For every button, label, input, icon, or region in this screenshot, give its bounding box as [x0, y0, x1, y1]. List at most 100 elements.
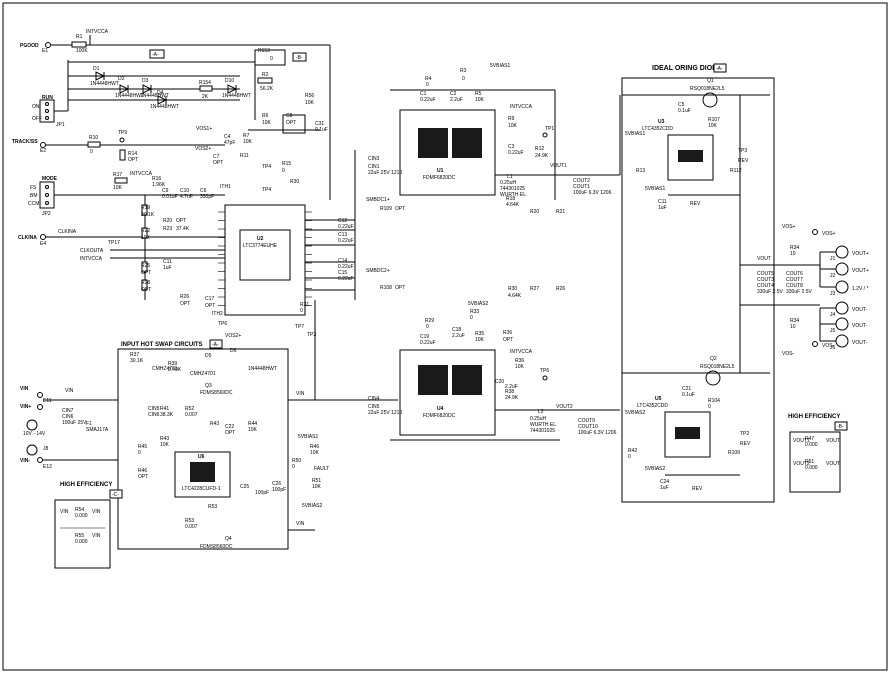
l2-mfr: WURTH EL — [530, 422, 556, 428]
r34-value-top: 10 — [790, 251, 796, 257]
on-label: ON — [32, 104, 40, 110]
r23-value: 37.4K — [176, 226, 190, 232]
r4-label: R4 — [425, 76, 432, 82]
comp-network: VOS1+ C4 47pF VOS2+ C7 OPT R7 10K R11 R1… — [152, 93, 328, 200]
r15-label: R15 — [282, 161, 291, 167]
bm-label: BM — [30, 193, 38, 199]
r51-value-hs: 10K — [312, 484, 322, 490]
u2-body — [224, 204, 306, 316]
l1-mfr: WURTH EL — [500, 192, 526, 198]
r6-value: 10K — [262, 120, 272, 126]
r20-label-right: R20 — [530, 209, 539, 215]
cout8-label: COUT8 — [786, 283, 803, 289]
d5-label: D5 — [205, 353, 212, 359]
intvcca-label-clk: INTVCCA — [80, 256, 103, 262]
r23-label: R23 — [163, 226, 172, 232]
r7-value: 10K — [243, 139, 253, 145]
c24-label: C24 — [660, 479, 669, 485]
f1-part: SMAJ17A — [86, 427, 109, 433]
r9-label: R9 — [508, 116, 515, 122]
j7-connector — [26, 419, 38, 431]
r30-value: 4.64K — [508, 293, 522, 299]
tp3-label: TP3 — [738, 148, 747, 154]
cout6-label: COUT6 — [786, 271, 803, 277]
q4-label: Q4 — [225, 536, 232, 542]
q4-part: FDMS8560DC — [200, 544, 233, 550]
c13-label: C13 — [338, 232, 347, 238]
c17-value: OPT — [205, 303, 215, 309]
j8-connector — [26, 444, 38, 456]
tp1-label: TP1 — [545, 126, 554, 132]
cin7-label: CIN7 — [62, 408, 74, 414]
he-vin-3: VIN — [92, 533, 101, 539]
cout2-label: COUT2 — [573, 178, 590, 184]
intvcca-label-mode: INTVCCA — [130, 171, 153, 177]
c14-value: 0.22uF — [338, 264, 354, 270]
c5-label: C5 — [678, 102, 685, 108]
e12-label: E12 — [43, 464, 52, 470]
cout10-label: COUT10 — [578, 424, 598, 430]
cout1-label: COUT1 — [573, 184, 590, 190]
u2-part: LTC3774EUHE — [243, 243, 278, 249]
r26-value: OPT — [180, 301, 190, 307]
cin5-value: 22uF 25V 1210 — [368, 410, 402, 416]
c25-value: 100pF — [255, 490, 269, 496]
5vbias2-oring: 5VBIAS2 — [625, 410, 646, 416]
r54-value: 0.000 — [75, 513, 88, 519]
r51-label-hs: R51 — [312, 478, 321, 484]
c7-label: C7 — [213, 154, 220, 160]
r37-label: R37 — [130, 352, 139, 358]
c11-value-left: 1uF — [163, 265, 172, 271]
r17-label: R17 — [113, 172, 122, 178]
l1-value: 0.25uH — [500, 180, 517, 186]
r6-label: R6 — [262, 113, 269, 119]
tp6-label-mid: TP6 — [218, 321, 227, 327]
r25-label: R25 — [141, 263, 150, 269]
r55-value: 0.000 — [75, 539, 88, 545]
vin-label-hs: VIN — [296, 391, 305, 397]
cin1-label: CIN1 — [368, 164, 380, 170]
dz-part: CMHZ4701 — [152, 366, 178, 372]
r33-label: R33 — [470, 309, 479, 315]
output-section: VOUT COUT5 COUT3 COUT4 330uF 2.5V COUT6 … — [739, 95, 869, 373]
cout5-label: COUT5 — [757, 271, 774, 277]
r37-value: 30.1K — [130, 358, 144, 364]
vin-label-hs-2: VIN — [296, 521, 305, 527]
high-eff-right: HIGH EFFICIENCY -B- VOUT1 R47 0.000 VOUT… — [788, 414, 848, 493]
c12-value: 0.22uF — [338, 224, 354, 230]
r52-label: R52 — [185, 406, 194, 412]
rev-label-2: REV — [690, 201, 701, 207]
r41-label: R41 — [160, 406, 169, 412]
r108-value: OPT — [395, 285, 405, 291]
u6-part: LTC4228CUFD-1 — [182, 486, 221, 492]
clkina-label: CLKINA — [18, 235, 37, 241]
c21-value: 0.1uF — [682, 392, 695, 398]
c10-label: C10 — [180, 188, 189, 194]
r51-label: R51 — [805, 459, 814, 465]
intvcca-label-u1: INTVCCA — [510, 104, 533, 110]
r20-label: R20 — [163, 218, 172, 224]
5vbias1-hs: 5VBIAS1 — [298, 434, 319, 440]
diode-chain: D1 1N4448HWT D2 1N4448HWT D3 1N4448HWT D… — [67, 61, 255, 110]
he-vout-2: VOUT — [826, 461, 840, 467]
r43-label-2: R43 — [160, 436, 169, 442]
j2-label: J2 — [830, 273, 836, 279]
cin6-label: CIN6 — [62, 414, 74, 420]
r47-value: 0.000 — [805, 442, 818, 448]
tp4-label: TP4 — [262, 164, 271, 170]
r26-label-right: R26 — [556, 286, 565, 292]
r50-label: R50 — [292, 458, 301, 464]
r52-value: 0.007 — [185, 412, 198, 418]
r18-value: 4.64K — [506, 202, 520, 208]
r7-label: R7 — [243, 133, 250, 139]
r3-value: 0 — [462, 76, 465, 82]
section-a-tag: -A- — [152, 52, 159, 58]
f1-label: F1 — [86, 421, 92, 427]
e2-label: E2 — [40, 148, 46, 154]
r9-value: 10K — [508, 123, 518, 129]
u4-power-stage: U4 FDMF6820DC 5VBIAS2 R33 0 R29 0 C19 0.… — [368, 286, 620, 441]
c4-value: 47pF — [224, 140, 235, 146]
c11-label: C11 — [658, 199, 667, 205]
